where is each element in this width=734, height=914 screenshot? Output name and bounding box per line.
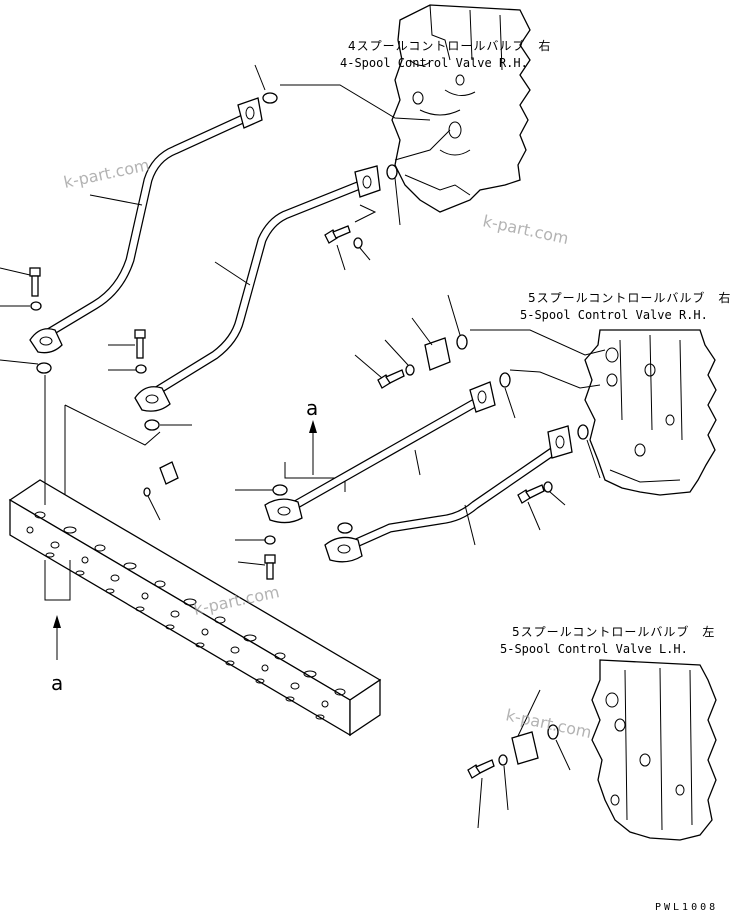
washer-lower-right	[543, 481, 553, 493]
drawing-code: PWL1008	[655, 902, 718, 913]
manifold-ports	[26, 511, 346, 720]
view-a-top-arrow	[284, 420, 346, 492]
washer-lower-left	[264, 535, 276, 545]
washer-middle	[405, 364, 415, 376]
manifold-block	[8, 479, 382, 737]
pipe-flange-middle-left	[264, 498, 303, 524]
washer-upper-middle	[353, 237, 363, 249]
view-a-bottom-label: a	[51, 671, 63, 695]
blind-flange-bottom	[511, 731, 539, 765]
o-ring-5spool-rh-lower	[499, 372, 511, 388]
washer-bottom	[498, 754, 508, 766]
pipe-flange-top-middle	[354, 165, 381, 198]
o-ring-5spool-rh-side	[577, 424, 589, 440]
control-valve-4spool-rh	[391, 4, 531, 213]
pipe-flange-lower-left	[324, 536, 363, 563]
pipe-lower-bent	[324, 425, 573, 563]
bolt-lower-left-pipe	[264, 554, 276, 580]
view-a-top-label: a	[306, 396, 318, 420]
o-ring-top	[262, 92, 278, 104]
o-ring-left	[36, 362, 52, 374]
watermark-1: k-part.com	[62, 155, 151, 192]
valve-5spool-rh-label-jp: 5スプールコントロールバルブ 右	[528, 290, 731, 305]
pipe-flange-middle-right	[469, 381, 496, 413]
bolt-middle-left	[134, 329, 146, 359]
pipe-middle-straight	[264, 381, 496, 524]
o-ring-lower-middle	[337, 522, 353, 534]
pipe-upper-middle	[134, 165, 381, 412]
valve-5spool-lh-label-jp: 5スプールコントロールバルブ 左	[512, 624, 715, 639]
pipe-flange-elbow-middle	[134, 386, 171, 412]
watermark-2: k-part.com	[481, 211, 570, 248]
fitting-elbow	[159, 461, 179, 485]
o-ring-5spool-rh-upper	[456, 334, 468, 350]
valve-4spool-rh-label-jp: 4スプールコントロールバルブ 右	[348, 38, 551, 53]
control-valve-5spool-lh	[591, 659, 717, 841]
washer-fitting	[143, 487, 151, 497]
valve-4spool-rh-label-en: 4-Spool Control Valve R.H.	[340, 56, 528, 70]
reference-lines	[44, 84, 606, 505]
leader-lines	[0, 64, 601, 829]
control-valve-5spool-rh	[584, 329, 717, 496]
bolt-upper-middle	[324, 225, 351, 244]
o-ring-lower-left	[272, 484, 288, 496]
bolt-lower-right-pipe	[517, 484, 545, 504]
pipe-flange-top-left	[237, 97, 263, 129]
washer-middle-left	[135, 364, 147, 374]
valve-5spool-rh-label-en: 5-Spool Control Valve R.H.	[520, 308, 708, 322]
washer-left	[30, 301, 42, 311]
bolt-bottom	[467, 759, 495, 779]
blind-flange-middle	[424, 337, 451, 371]
bolt-left-top	[29, 267, 41, 297]
o-ring-5spool-lh	[547, 724, 559, 740]
valve-5spool-lh-label-en: 5-Spool Control Valve L.H.	[500, 642, 688, 656]
o-ring-middle-left	[144, 419, 160, 431]
o-ring-upper-valve	[386, 164, 398, 180]
view-a-bottom-arrow	[44, 560, 71, 660]
bolt-middle	[377, 369, 405, 389]
pipe-flange-lower-right	[547, 425, 573, 459]
pipe-upper-left	[29, 97, 263, 354]
pipe-flange-elbow-left	[29, 328, 63, 354]
